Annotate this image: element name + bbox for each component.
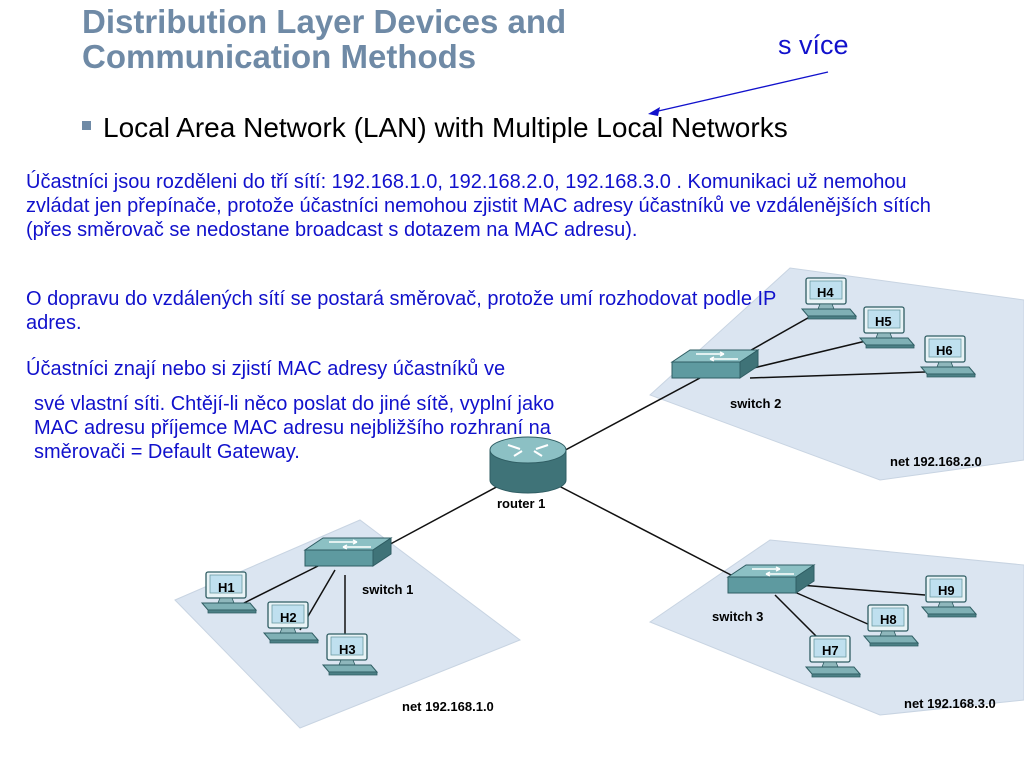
switch-2-icon: [671, 349, 759, 379]
net2-label: net 192.168.2.0: [890, 454, 982, 469]
host-h9-label: H9: [938, 583, 955, 598]
switch-3-label: switch 3: [712, 609, 763, 624]
switch-3-icon: [727, 564, 815, 594]
switch-2-label: switch 2: [730, 396, 781, 411]
paragraph-router: O dopravu do vzdálených sítí se postará …: [26, 288, 777, 334]
net1-label: net 192.168.1.0: [402, 699, 494, 714]
paragraph-mac-known: Účastníci znají nebo si zjistí MAC adres…: [26, 358, 506, 380]
switch-1-icon: [304, 537, 392, 567]
router-label: router 1: [497, 496, 545, 511]
paragraph-networks: Účastníci jsou rozděleni do tří sítí: 19…: [26, 171, 931, 241]
host-h6-label: H6: [936, 343, 953, 358]
slide-title: Distribution Layer Devices and Communica…: [82, 3, 567, 75]
annotation-arrow: [648, 71, 829, 116]
net3-label: net 192.168.3.0: [904, 696, 996, 711]
switch-1-label: switch 1: [362, 582, 413, 597]
bullet-item: Local Area Network (LAN) with Multiple L…: [82, 112, 788, 144]
host-h2-label: H2: [280, 610, 297, 625]
host-h4-label: H4: [817, 285, 834, 300]
host-h1-label: H1: [218, 580, 235, 595]
host-h8-label: H8: [880, 612, 897, 627]
host-h5-label: H5: [875, 314, 892, 329]
router-icon: [489, 436, 567, 494]
annotation-note: s více: [778, 30, 849, 60]
host-h3-label: H3: [339, 642, 356, 657]
net2-plane: [649, 267, 1024, 481]
bullet-square-icon: [82, 121, 91, 130]
paragraph-default-gateway: své vlastní síti. Chtějí-li něco poslat …: [34, 393, 555, 463]
net3-plane: [648, 539, 1024, 716]
net1-plane: [174, 519, 522, 729]
host-h7-label: H7: [822, 643, 839, 658]
bullet-text: Local Area Network (LAN) with Multiple L…: [103, 112, 788, 143]
